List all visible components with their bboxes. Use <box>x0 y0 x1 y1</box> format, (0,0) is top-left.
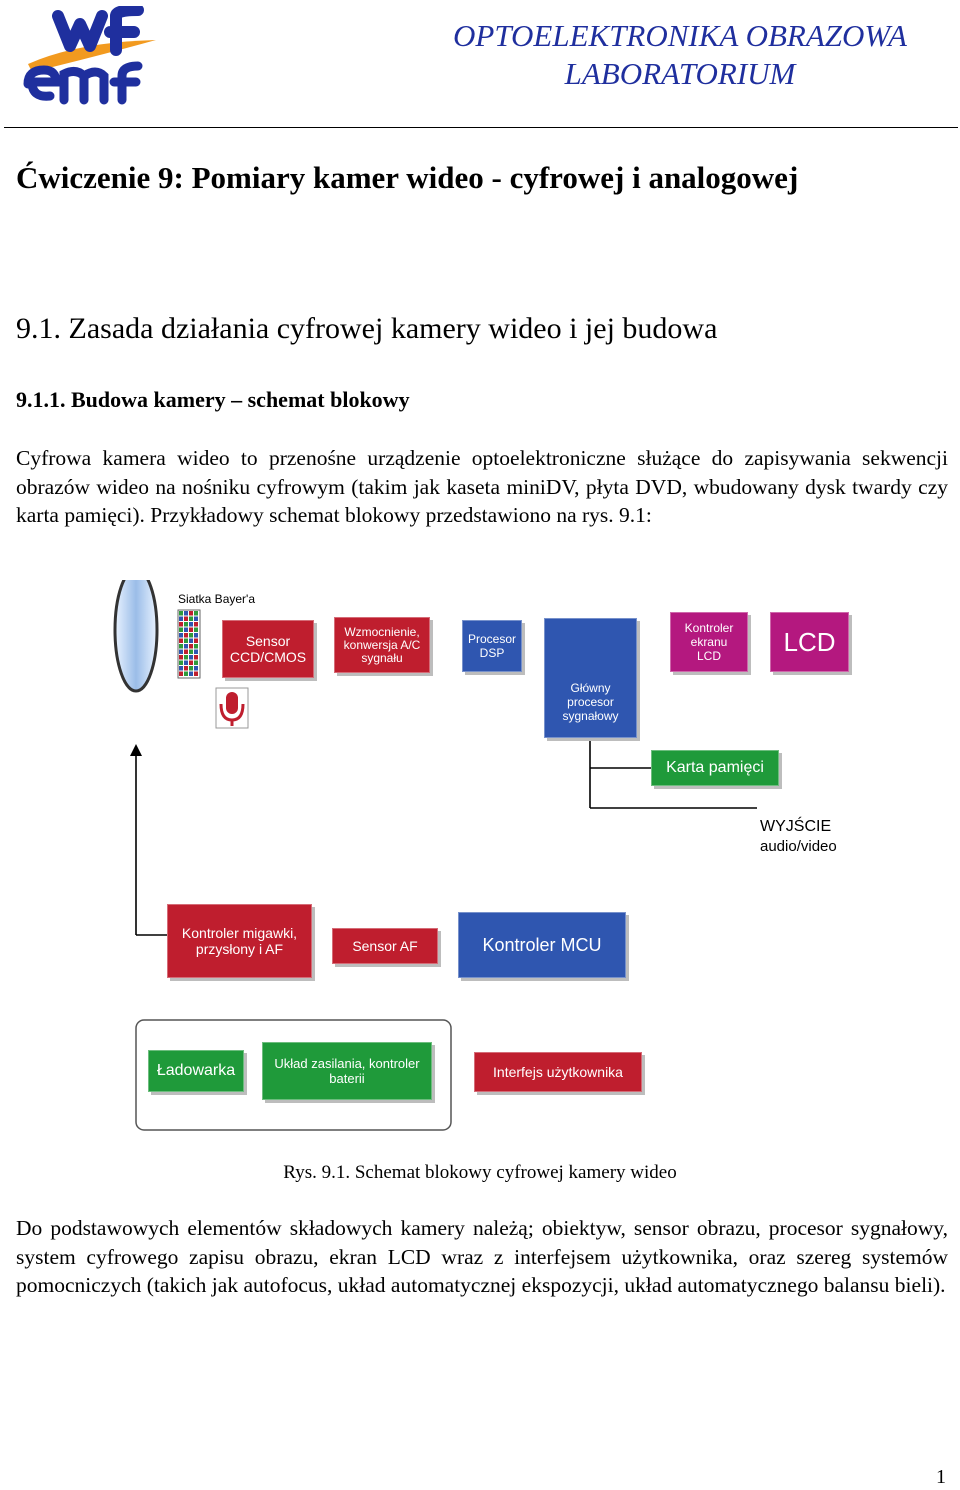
lens-icon <box>113 580 159 693</box>
figure-caption: Rys. 9.1. Schemat blokowy cyfrowej kamer… <box>283 1162 677 1183</box>
intro-paragraph: Cyfrowa kamera wideo to przenośne urządz… <box>16 446 948 527</box>
af-sensor-block: Sensor AF <box>332 928 438 964</box>
block-diagram: Siatka Bayer'a Sensor CCD/CMOS Wzmocnien… <box>0 580 960 1140</box>
dsp-block: Procesor DSP <box>462 620 522 672</box>
output-label-line2: audio/video <box>760 838 837 855</box>
microphone-icon <box>215 687 249 729</box>
sensor-block: Sensor CCD/CMOS <box>222 620 314 678</box>
header-divider <box>4 127 958 128</box>
header-title-line1: OPTOELEKTRONIKA OBRAZOWA <box>453 18 907 53</box>
lcd-block: LCD <box>770 612 849 672</box>
charger-block: Ładowarka <box>148 1050 244 1092</box>
bayer-label: Siatka Bayer'a <box>178 592 255 606</box>
exercise-title: Ćwiczenie 9: Pomiary kamer wideo - cyfro… <box>16 160 799 195</box>
memory-card-block: Karta pamięci <box>651 750 779 786</box>
output-label-line1: WYJŚCIE <box>760 818 832 835</box>
amplifier-block: Wzmocnienie, konwersja A/C sygnału <box>334 617 430 673</box>
mcu-block: Kontroler MCU <box>458 912 626 978</box>
main-processor-block: Główny procesor sygnałowy <box>544 618 637 738</box>
section-title: 9.1. Zasada działania cyfrowej kamery wi… <box>16 312 718 345</box>
page-number: 1 <box>936 1466 946 1488</box>
arrow-head <box>130 744 142 756</box>
shutter-controller-block: Kontroler migawki, przysłony i AF <box>167 904 312 978</box>
bayer-filter-icon <box>177 609 201 679</box>
user-interface-block: Interfejs użytkownika <box>474 1052 642 1092</box>
logo <box>18 4 168 106</box>
power-group-frame <box>135 1019 452 1131</box>
lcd-controller-block: Kontroler ekranu LCD <box>670 612 748 672</box>
power-unit-block: Układ zasilania, kontroler baterii <box>262 1042 432 1100</box>
header-title-line2: LABORATORIUM <box>564 56 796 91</box>
subsection-title: 9.1.1. Budowa kamery – schemat blokowy <box>16 387 410 412</box>
components-paragraph: Do podstawowych elementów składowych kam… <box>16 1216 948 1297</box>
